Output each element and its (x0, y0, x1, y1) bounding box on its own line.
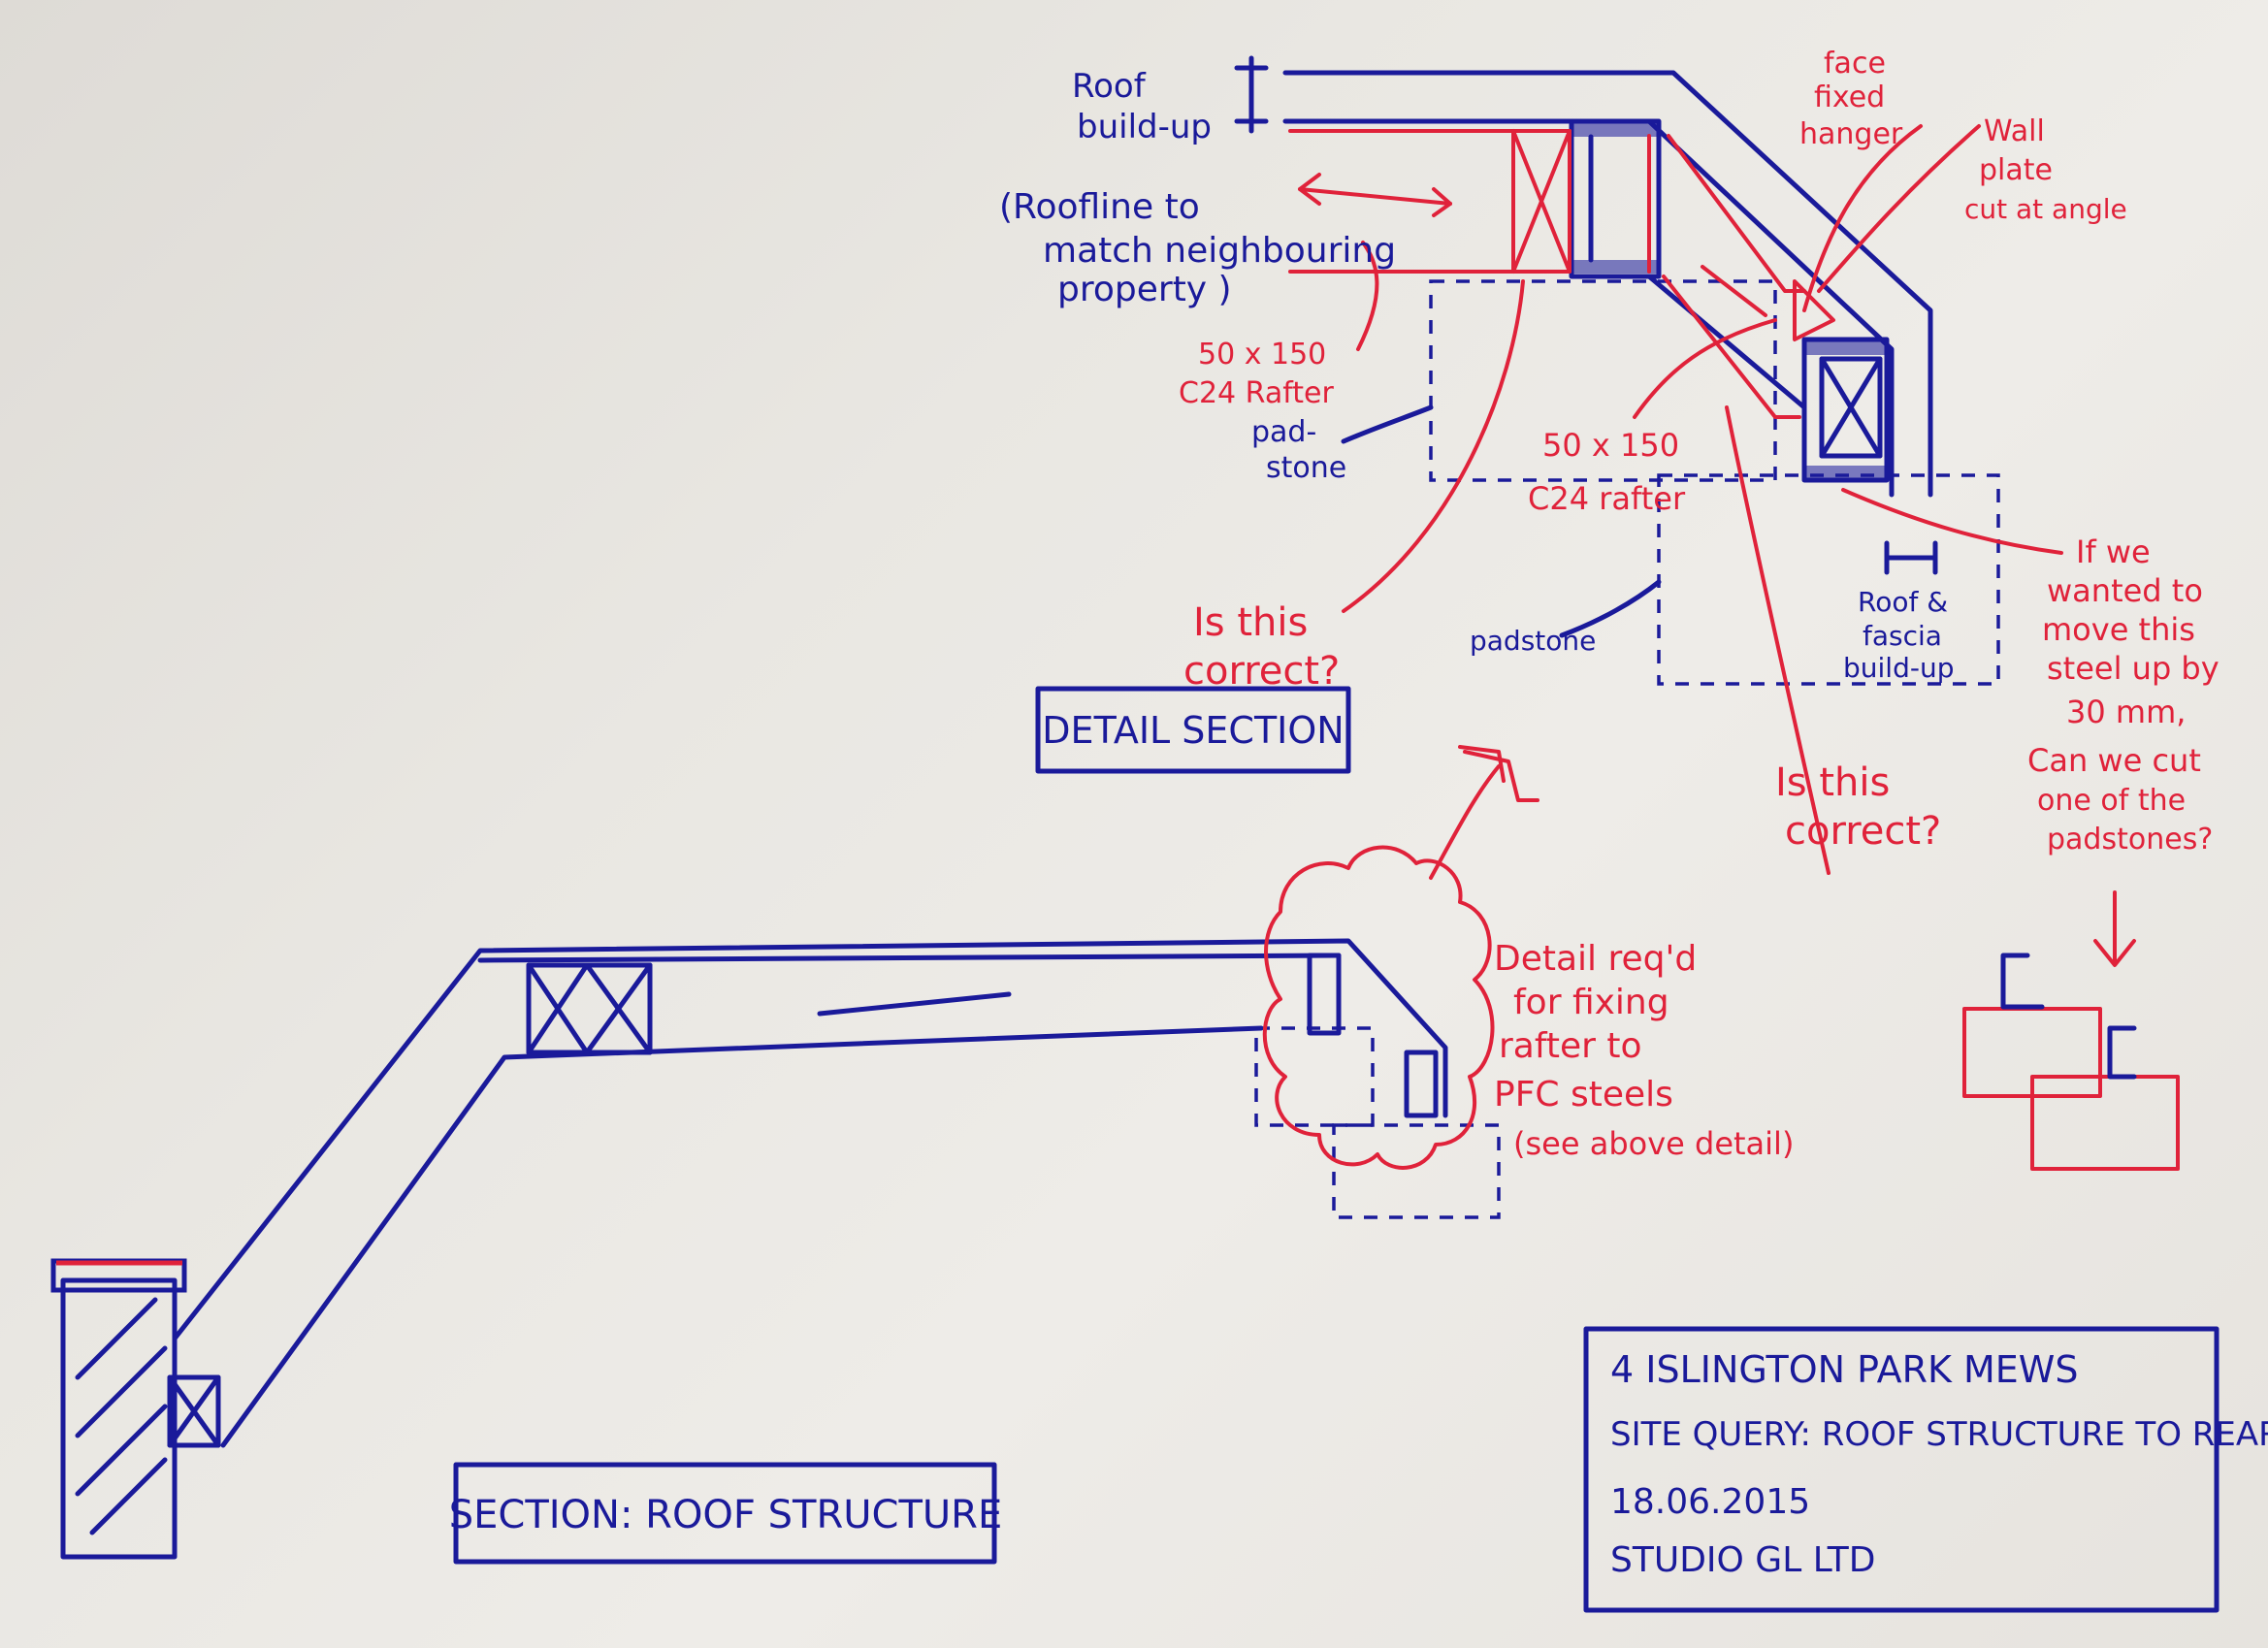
svg-text:padstones?: padstones? (2047, 823, 2213, 856)
svg-text:Roof &: Roof & (1858, 586, 1948, 618)
svg-text:fixed: fixed (1814, 81, 1885, 114)
svg-text:correct?: correct? (1785, 809, 1941, 854)
svg-text:PFC steels: PFC steels (1494, 1075, 1673, 1115)
label-rafter-center: 50 x 150 C24 rafter (1528, 427, 1686, 517)
svg-text:If we: If we (2076, 533, 2151, 570)
title-block: 4 ISLINGTON PARK MEWS SITE QUERY: ROOF S… (1583, 1326, 2268, 1613)
svg-text:for fixing: for fixing (1513, 983, 1669, 1022)
roof-section-drawing (50, 745, 1539, 1560)
label-rafter-left: 50 x 150 C24 Rafter (1179, 338, 1334, 410)
label-roof-buildup: Roof build-up (1072, 67, 1212, 146)
svg-text:stone: stone (1266, 451, 1346, 485)
label-wall-plate: Wall plate cut at angle (1964, 114, 2127, 225)
title-block-address: 4 ISLINGTON PARK MEWS (1610, 1348, 2078, 1391)
svg-text:50 x 150: 50 x 150 (1542, 427, 1679, 464)
roof-section-title: SECTION: ROOF STRUCTURE (449, 1462, 1003, 1565)
query-steel: If we wanted to move this steel up by 30… (2027, 533, 2219, 856)
label-padstone-left: pad- stone (1251, 415, 1346, 485)
query-left: Is this correct? (1183, 600, 1340, 694)
pfc-steel-right (1801, 337, 1890, 483)
title-block-query: SITE QUERY: ROOF STRUCTURE TO REAR (1610, 1415, 2268, 1454)
svg-text:plate: plate (1979, 153, 2053, 187)
detail-section-drawing (1234, 55, 2063, 875)
svg-text:property ): property ) (1057, 270, 1232, 309)
label-padstone-center: padstone (1470, 625, 1596, 657)
svg-text:(see above detail): (see above detail) (1513, 1125, 1794, 1162)
title-block-date: 18.06.2015 (1610, 1482, 1810, 1522)
svg-text:padstone: padstone (1470, 625, 1596, 657)
label-face-hanger: face fixed hanger (1799, 47, 1903, 151)
svg-text:rafter to: rafter to (1499, 1026, 1642, 1066)
detail-section-title: DETAIL SECTION (1035, 686, 1351, 774)
svg-text:30 mm,: 30 mm, (2066, 694, 2186, 730)
svg-text:fascia: fascia (1863, 620, 1942, 652)
svg-text:DETAIL SECTION: DETAIL SECTION (1042, 709, 1344, 752)
title-block-company: STUDIO GL LTD (1610, 1540, 1876, 1580)
svg-text:one of the: one of the (2037, 784, 2186, 818)
svg-text:C24 Rafter: C24 Rafter (1179, 376, 1334, 410)
svg-text:build-up: build-up (1077, 108, 1212, 146)
pfc-steel-left (1569, 118, 1662, 279)
query-center: Is this correct? (1775, 760, 1941, 854)
note-detail-required: Detail req'd for fixing rafter to PFC st… (1494, 939, 1794, 1162)
svg-text:SECTION: ROOF STRUCTURE: SECTION: ROOF STRUCTURE (449, 1493, 1003, 1537)
svg-text:steel up by: steel up by (2047, 650, 2219, 687)
svg-text:match neighbouring: match neighbouring (1043, 231, 1396, 271)
svg-text:50 x 150: 50 x 150 (1198, 338, 1326, 372)
svg-text:cut at angle: cut at angle (1964, 193, 2127, 225)
padstone-left-outline (1429, 279, 1777, 482)
label-fascia-buildup: Roof & fascia build-up (1843, 586, 1954, 684)
svg-text:correct?: correct? (1183, 649, 1340, 694)
svg-text:(Roofline to: (Roofline to (999, 187, 1200, 227)
svg-text:pad-: pad- (1251, 415, 1316, 449)
svg-text:build-up: build-up (1843, 652, 1954, 684)
svg-text:Roof: Roof (1072, 67, 1147, 106)
svg-text:Is this: Is this (1193, 600, 1308, 645)
svg-text:Can we cut: Can we cut (2027, 742, 2201, 779)
svg-text:wanted to: wanted to (2047, 572, 2203, 609)
svg-text:C24 rafter: C24 rafter (1528, 480, 1686, 517)
svg-text:move this: move this (2042, 611, 2195, 648)
svg-text:Wall: Wall (1984, 114, 2045, 148)
label-roofline: (Roofline to match neighbouring property… (999, 187, 1396, 309)
padstone-cut-sketch (1962, 890, 2180, 1171)
svg-text:Detail req'd: Detail req'd (1494, 939, 1697, 979)
svg-text:hanger: hanger (1799, 117, 1903, 151)
svg-text:Is this: Is this (1775, 760, 1890, 805)
svg-text:face: face (1824, 47, 1886, 81)
